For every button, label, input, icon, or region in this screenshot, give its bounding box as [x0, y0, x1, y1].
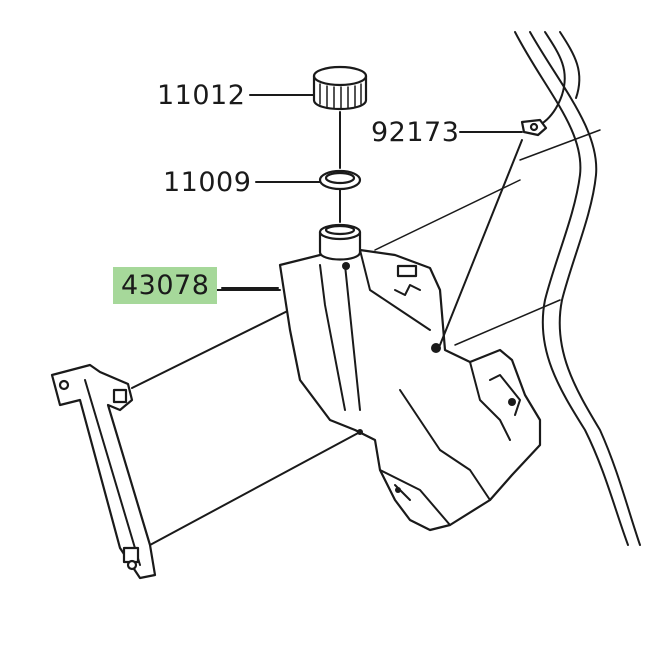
reservoir-tank	[278, 248, 542, 532]
panel-outline	[374, 129, 601, 346]
axis-lines	[339, 111, 523, 346]
callout-11009: 11009	[163, 167, 252, 198]
callout-43078-highlighted: 43078	[113, 267, 218, 304]
mounting-bracket	[50, 363, 157, 580]
cap-part	[312, 65, 368, 110]
frame-hose	[514, 31, 641, 546]
filler-neck	[318, 223, 362, 261]
callout-leaders	[221, 94, 523, 289]
clip-part	[520, 118, 548, 137]
gasket-part	[318, 169, 362, 191]
callout-92173: 92173	[371, 117, 460, 148]
callout-11012: 11012	[157, 80, 246, 111]
